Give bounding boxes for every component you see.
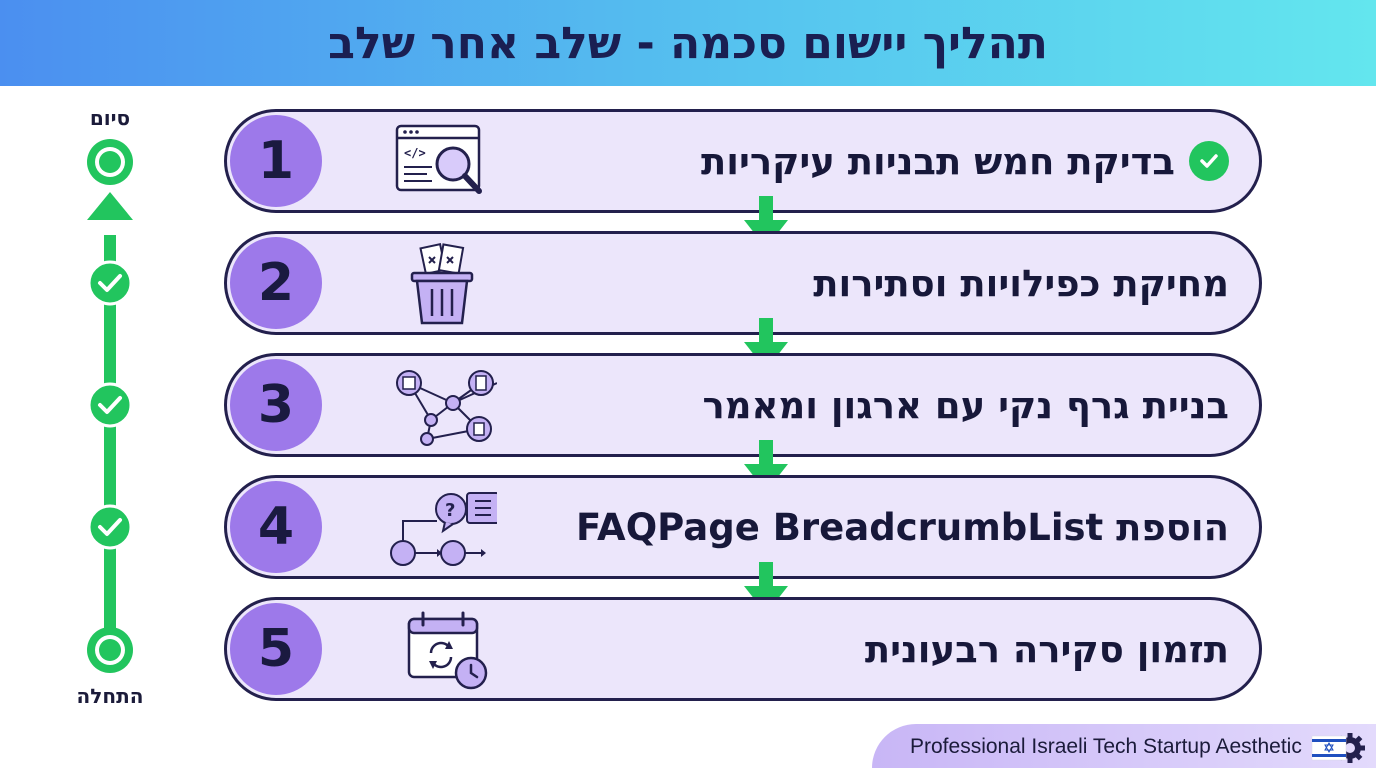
- step-text: מחיקת כפילויות וסתירות: [813, 234, 1229, 332]
- progress-timeline: סיום התחלה: [60, 100, 160, 710]
- step-number-badge: 4: [230, 481, 322, 573]
- timeline-graphic: [87, 139, 133, 673]
- step-2: 2 מחיקת כפילויות וסתירות: [224, 231, 1262, 335]
- step-label: בניית גרף נקי עם ארגון ומאמר: [702, 383, 1230, 427]
- timeline-end-label: סיום: [89, 106, 131, 130]
- flow-question-icon: ?: [390, 492, 497, 566]
- timeline-check-icon: [87, 504, 133, 550]
- timeline-check-icon: [87, 382, 133, 428]
- footer-text: Professional Israeli Tech Startup Aesthe…: [910, 735, 1302, 758]
- timeline-end-node-icon: [87, 139, 133, 185]
- step-number-badge: 5: [230, 603, 322, 695]
- code-inspect-icon: </>: [395, 124, 482, 194]
- step-4: 4 ? הוספת FAQPage BreadcrumbList: [224, 475, 1262, 579]
- footer-tag: Professional Israeli Tech Startup Aesthe…: [872, 724, 1376, 768]
- step-label: מחיקת כפילויות וסתירות: [813, 261, 1229, 305]
- page-title: תהליך יישום סכמה - שלב אחר שלב: [328, 17, 1048, 69]
- step-1: 1 </> בדיקת חמש תבניות עיקריות: [224, 109, 1262, 213]
- timeline-start-label: התחלה: [76, 684, 144, 708]
- step-3: 3 בניית גרף נקי עם ארגון ומאמר: [224, 353, 1262, 457]
- svg-text:?: ?: [445, 500, 455, 521]
- step-number-badge: 3: [230, 359, 322, 451]
- step-text: בניית גרף נקי עם ארגון ומאמר: [703, 356, 1230, 454]
- timeline-up-arrow-icon: [87, 192, 133, 220]
- check-circle-icon: [1189, 141, 1229, 181]
- timeline-start-node-icon: [87, 627, 133, 673]
- step-label: תזמון סקירה רבעונית: [864, 627, 1229, 671]
- step-text: הוספת FAQPage BreadcrumbList: [576, 478, 1229, 576]
- step-5: 5 תזמון סקירה רבעונית: [224, 597, 1262, 701]
- calendar-clock-icon: [407, 611, 488, 690]
- step-label: הוספת FAQPage BreadcrumbList: [576, 505, 1229, 549]
- timeline-check-icon: [87, 260, 133, 306]
- svg-text:</>: </>: [404, 146, 426, 160]
- step-label: בדיקת חמש תבניות עיקריות: [700, 139, 1175, 183]
- step-text: בדיקת חמש תבניות עיקריות: [701, 112, 1229, 210]
- step-number-badge: 2: [230, 237, 322, 329]
- israel-flag-gear-icon: [1311, 733, 1365, 763]
- step-number-badge: 1: [230, 115, 322, 207]
- title-banner: תהליך יישום סכמה - שלב אחר שלב: [0, 0, 1376, 86]
- trash-bin-icon: [410, 243, 474, 325]
- network-graph-icon: [396, 370, 497, 446]
- step-text: תזמון סקירה רבעונית: [865, 600, 1229, 698]
